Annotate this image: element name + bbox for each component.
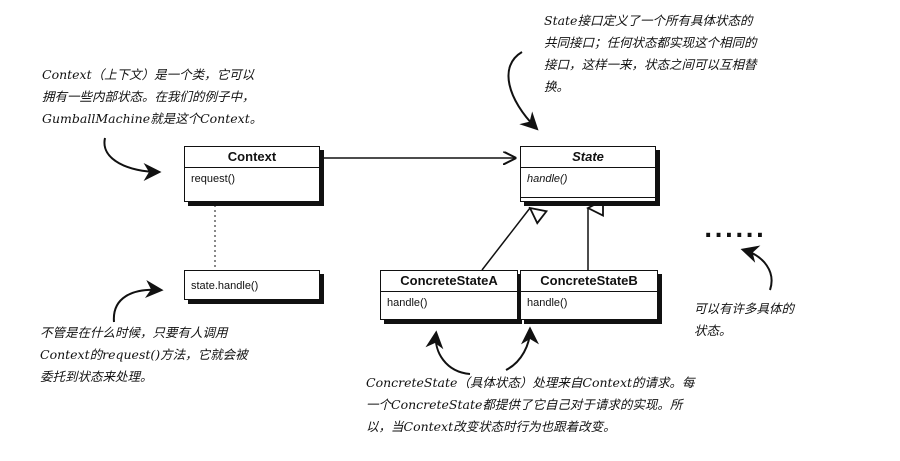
state-interface-box: State handle() [520,146,656,202]
context-annotation-line: GumballMachine就是这个Context。 [42,111,263,126]
request-annotation-line: 不管是在什么时候，只要有人调用 [40,325,228,340]
state-annotation-line: State接口定义了一个所有具体状态的 [544,13,753,28]
context-annotation-line: Context（上下文）是一个类，它可以 [42,67,255,82]
state-annotation-line: 共同接口；任何状态都实现这个相同的 [544,35,757,50]
annotation-arrow-request [112,280,164,323]
state-handle-method: handle() [527,173,568,185]
concrete-state-a-handle: handle() [387,297,428,309]
request-annotation-line: 委托到状态来处理。 [40,369,153,384]
annotation-arrow-concrete-a [425,330,471,375]
state-annotation-line: 接口，这样一来，状态之间可以互相替 [544,57,757,72]
request-annotation-line: Context的request()方法，它就会被 [40,347,248,362]
concrete-state-a-name: ConcreteStateA [381,271,517,292]
state-interface-name: State [521,147,655,168]
annotation-arrow-many [740,245,773,291]
state-annotation: State接口定义了一个所有具体状态的 共同接口；任何状态都实现这个相同的 接口… [544,10,757,98]
context-class-box: Context request() [184,146,320,202]
concrete-state-b-handle: handle() [527,297,568,309]
annotation-arrow-state [507,51,539,131]
concrete-state-annotation: ConcreteState（具体状态）处理来自Context的请求。每 一个Co… [366,372,695,438]
concrete-state-b-box: ConcreteStateB handle() [520,270,658,320]
context-annotation: Context（上下文）是一个类，它可以 拥有一些内部状态。在我们的例子中， G… [42,64,262,130]
state-annotation-line: 换。 [544,79,570,94]
concrete-state-annotation-line: 一个ConcreteState都提供了它自己对于请求的实现。所 [366,397,683,412]
concrete-state-b-name: ConcreteStateB [521,271,657,292]
annotation-arrow-context [103,137,162,181]
concrete-state-annotation-line: 以，当Context改变状态时行为也跟着改变。 [366,419,616,434]
inheritance-line-a [481,208,530,271]
concrete-state-a-box: ConcreteStateA handle() [380,270,518,320]
state-handle-note: state.handle() [191,280,259,292]
many-states-annotation: 可以有许多具体的 状态。 [694,298,794,342]
state-handle-note-box: state.handle() [184,270,320,300]
context-annotation-line: 拥有一些内部状态。在我们的例子中， [42,89,255,104]
context-class-name: Context [185,147,319,168]
context-request-method: request() [191,173,236,185]
annotation-arrow-concrete-b [505,326,539,371]
more-states-ellipsis: ...... [704,218,767,243]
request-annotation: 不管是在什么时候，只要有人调用 Context的request()方法，它就会被… [40,322,248,388]
many-states-annotation-line: 状态。 [694,323,732,338]
concrete-state-annotation-line: ConcreteState（具体状态）处理来自Context的请求。每 [366,375,695,390]
many-states-annotation-line: 可以有许多具体的 [694,301,795,316]
